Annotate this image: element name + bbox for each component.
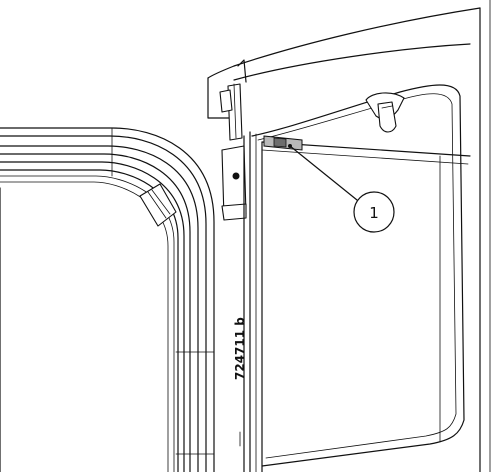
screw-icon	[232, 172, 240, 180]
handle-latch	[365, 92, 405, 133]
hinge-block	[221, 145, 247, 221]
seal-part	[263, 135, 303, 151]
callout-leader	[289, 145, 358, 201]
figure-code: 724711 b	[233, 317, 247, 380]
callout-1: 1	[353, 191, 395, 233]
door-edge	[239, 131, 263, 472]
callout-number: 1	[369, 204, 379, 222]
window-glass	[251, 84, 471, 467]
hinge-pin	[219, 59, 247, 141]
body-contour	[207, 0, 491, 472]
callout-circle	[353, 191, 395, 233]
figure-code-group: 724711 b	[233, 317, 247, 380]
door-frame-left	[0, 127, 215, 472]
corner-clip	[139, 183, 177, 227]
